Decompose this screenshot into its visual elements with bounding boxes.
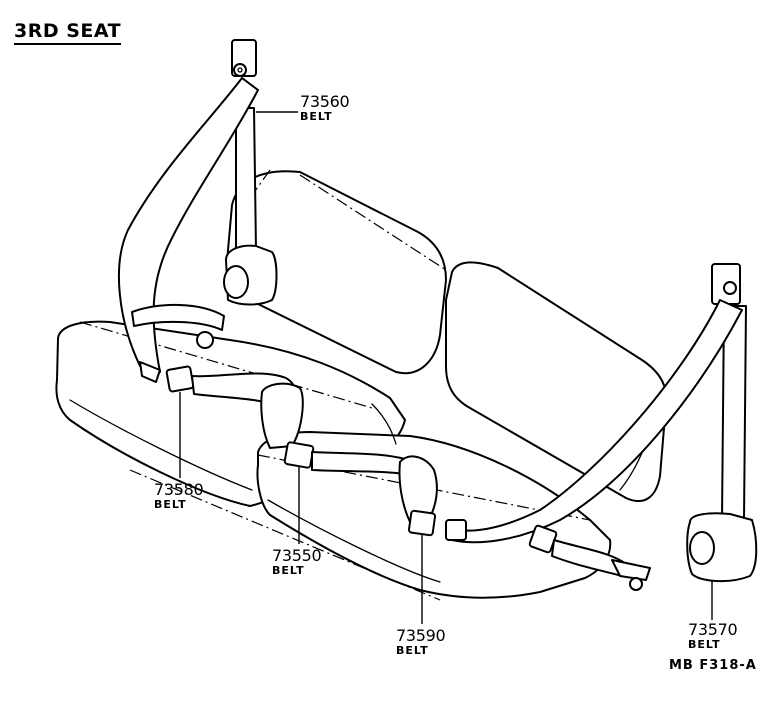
buckle-73580 (165, 365, 195, 393)
part-label: BELT (272, 564, 305, 577)
anchor-bolt-lower-73570 (629, 577, 643, 591)
part-number: 73580 (154, 480, 204, 499)
part-number: 73560 (300, 92, 350, 111)
tongue-73570 (445, 519, 467, 541)
lower-anchor-73560 (139, 361, 161, 383)
belt-73560 (117, 39, 278, 383)
right-bracket-73590 (398, 455, 438, 523)
callout-73590: 73590 BELT (396, 626, 446, 657)
right-seat-back (445, 261, 668, 503)
part-label: BELT (154, 498, 187, 511)
belt-73570 (445, 263, 758, 591)
callout-73570: 73570 BELT (688, 620, 738, 651)
part-label: BELT (396, 644, 429, 657)
part-label: BELT (300, 110, 333, 123)
center-bracket-73550 (260, 382, 304, 449)
lower-anchor-73570 (611, 559, 651, 581)
part-number: 73550 (272, 546, 322, 565)
page-title: 3RD SEAT (14, 21, 122, 45)
callout-73550: 73550 BELT (272, 546, 322, 577)
retractor-webbing-73560 (235, 107, 257, 251)
part-number: 73570 (688, 620, 738, 639)
callout-73560: 73560 BELT (300, 92, 350, 123)
part-label: BELT (688, 638, 721, 651)
belt-73550 (260, 382, 417, 477)
anchor-bolt-center (196, 331, 214, 349)
center-anchor-plate (131, 304, 225, 331)
belt-73590 (398, 455, 438, 537)
buckle-73590 (407, 509, 437, 537)
anchor-bolt-73560 (233, 63, 247, 77)
part-number: 73590 (396, 626, 446, 645)
buckle-73550 (283, 441, 315, 469)
figure-code: MB F318-A (669, 658, 757, 673)
callout-73580: 73580 BELT (154, 480, 204, 511)
anchor-bolt-73570 (723, 281, 737, 295)
